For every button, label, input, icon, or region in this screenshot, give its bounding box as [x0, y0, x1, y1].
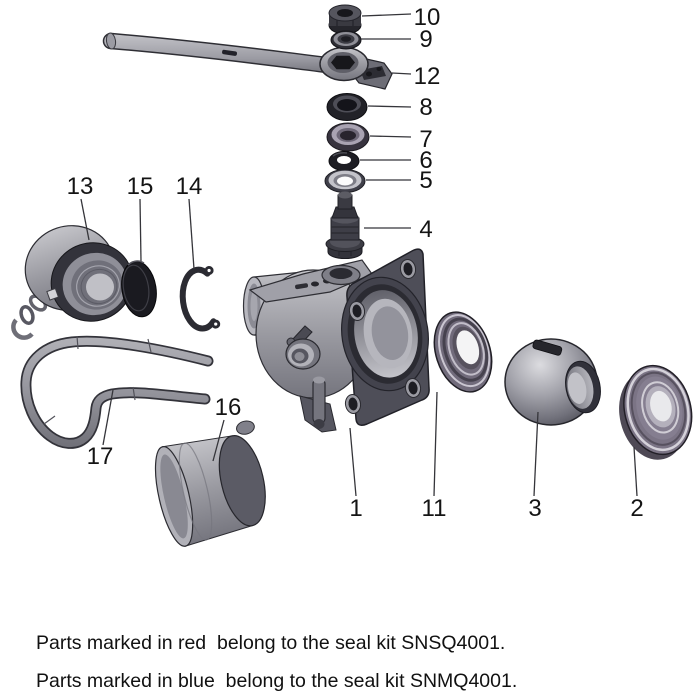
- ball-slot: [532, 339, 563, 356]
- latch-hole: [376, 67, 382, 71]
- part-label-5: 5: [419, 167, 432, 194]
- latch-hole: [366, 71, 372, 77]
- part-label-2: 2: [630, 495, 643, 522]
- part-number-labels: 10 9 12 8 7 6 5 4 13 15 14 16 17 1 11 3 …: [67, 4, 644, 522]
- handle-slot: [222, 49, 238, 56]
- leader-line-3: [533, 411, 539, 497]
- part-label-10: 10: [414, 4, 441, 31]
- caption-seal-kit-blue: Parts marked in blue belong to the seal …: [36, 670, 517, 692]
- part-label-17: 17: [87, 443, 114, 470]
- leader-line-14: [188, 198, 195, 270]
- part-5-thrust-washer: [324, 169, 366, 193]
- part-label-13: 13: [67, 173, 94, 200]
- part-label-7: 7: [419, 126, 432, 153]
- part-1-valve-body: [242, 248, 430, 433]
- seal-kit-captions: Parts marked in red belong to the seal k…: [36, 632, 517, 692]
- part-9-washer: [330, 30, 362, 50]
- part-label-4: 4: [419, 216, 432, 243]
- part-label-9: 9: [419, 26, 432, 53]
- leader-line-1: [349, 427, 357, 497]
- part-label-8: 8: [419, 94, 432, 121]
- part-label-3: 3: [528, 495, 541, 522]
- part-label-15: 15: [127, 173, 154, 200]
- part-12-handle-lever: [102, 32, 393, 90]
- part-7-stem-bearing: [326, 122, 370, 152]
- handle-hex-hole: [331, 55, 355, 70]
- part-label-16: 16: [215, 394, 242, 421]
- chain-link: [19, 305, 35, 325]
- part-11-seat-ring: [433, 311, 493, 393]
- handle-end-cap: [105, 32, 117, 50]
- part-label-1: 1: [349, 495, 362, 522]
- leader-lines: [80, 13, 638, 497]
- leader-line-17: [102, 389, 114, 446]
- part-label-12: 12: [414, 63, 441, 90]
- ball-bore: [565, 360, 601, 414]
- part-6-o-ring: [328, 151, 360, 171]
- leader-line-2: [633, 446, 638, 497]
- part-3-ball: [504, 338, 601, 426]
- part-13-cap-with-chain: [11, 225, 134, 340]
- part-label-11: 11: [422, 495, 447, 522]
- part-4-stem: [325, 191, 365, 259]
- leader-line-16: [212, 419, 225, 462]
- part-8-packing-ring: [326, 93, 368, 121]
- leader-line-13: [80, 198, 90, 241]
- leader-line-8: [367, 105, 412, 108]
- caption-seal-kit-red: Parts marked in red belong to the seal k…: [36, 632, 505, 654]
- part-14-snap-ring: [179, 265, 221, 332]
- part-2-end-seal: [619, 364, 693, 460]
- drain-pin: [312, 377, 326, 425]
- flange-bolt-holes: [344, 259, 422, 414]
- part-10-stem-nut: [328, 4, 362, 35]
- leader-line-15: [139, 198, 142, 262]
- leader-line-7: [369, 135, 412, 138]
- chain-hook: [11, 318, 34, 340]
- cap-knob: [236, 420, 255, 435]
- stem-hole: [329, 268, 353, 279]
- leader-line-10: [361, 13, 412, 17]
- part-15-gasket-disc: [121, 260, 157, 318]
- part-label-14: 14: [176, 173, 203, 200]
- part-label-6: 6: [419, 147, 432, 174]
- leader-line-11: [433, 391, 438, 497]
- cap-clasp: [46, 287, 60, 301]
- part-16-end-cap: [154, 420, 266, 547]
- leader-line-12: [391, 72, 412, 75]
- part-17-locking-wire: [20, 335, 214, 449]
